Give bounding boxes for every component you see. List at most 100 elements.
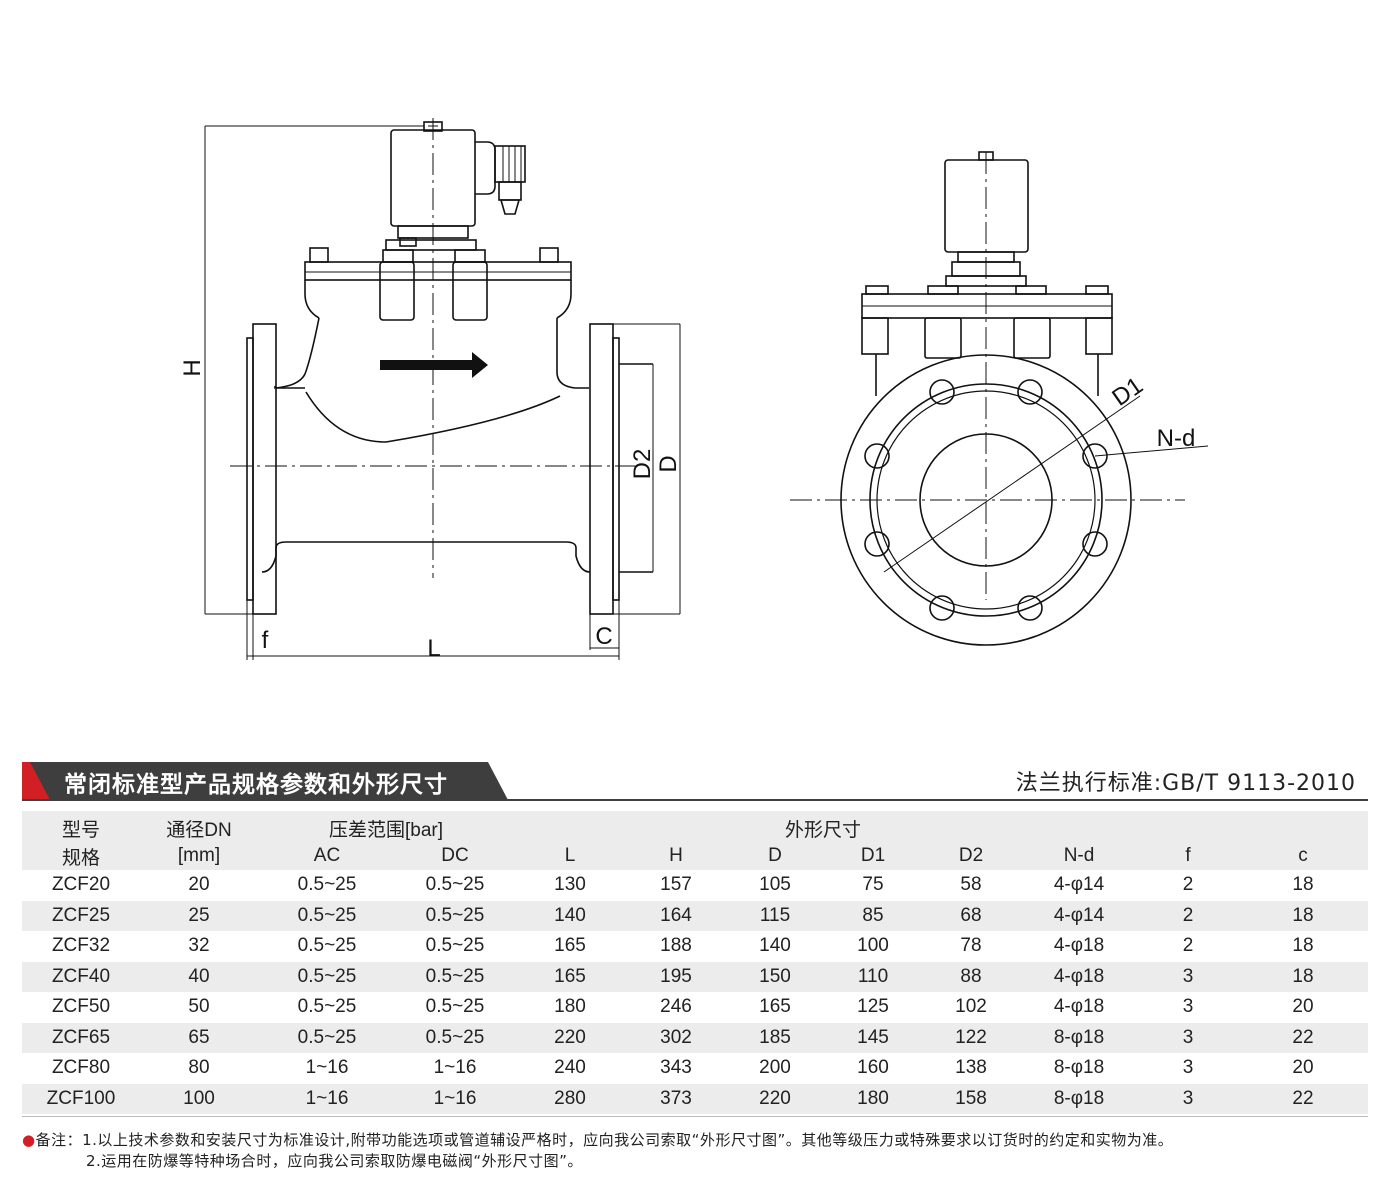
table-cell: 80 bbox=[188, 1057, 210, 1079]
table-cell: 75 bbox=[862, 874, 884, 896]
header-dimensions: 外形尺寸 bbox=[626, 811, 1020, 842]
spec-table: 型号 通径DN 压差范围[bar] 外形尺寸 规格 [mm] AC DC L H… bbox=[22, 811, 1368, 1114]
table-cell: 3 bbox=[1182, 996, 1194, 1018]
dimension-label-d1: D1 bbox=[1107, 372, 1148, 412]
header-mm: [mm] bbox=[140, 842, 258, 870]
table-cell: 102 bbox=[955, 996, 987, 1018]
table-cell: 3 bbox=[1138, 1083, 1238, 1114]
table-cell: 165 bbox=[514, 961, 626, 992]
table-cell: 18 bbox=[1292, 935, 1314, 957]
table-cell: 125 bbox=[857, 996, 889, 1018]
table-cell: 165 bbox=[759, 996, 791, 1018]
table-header-row: 型号 通径DN 压差范围[bar] 外形尺寸 bbox=[22, 811, 1368, 842]
table-cell: 0.5~25 bbox=[396, 900, 514, 931]
header-spec: 规格 bbox=[22, 842, 140, 870]
header-dn: 通径DN bbox=[140, 811, 258, 842]
table-cell: 150 bbox=[726, 961, 824, 992]
table-cell: 18 bbox=[1238, 900, 1368, 931]
table-cell: 1~16 bbox=[305, 1057, 349, 1079]
table-cell: 18 bbox=[1292, 874, 1314, 896]
table-cell: 220 bbox=[726, 1083, 824, 1114]
header-dc: DC bbox=[396, 842, 514, 870]
table-cell: 122 bbox=[922, 1022, 1020, 1053]
dimension-label-d2: D2 bbox=[629, 449, 656, 480]
table-cell: 0.5~25 bbox=[425, 996, 485, 1018]
table-cell: 302 bbox=[626, 1022, 726, 1053]
table-cell: 140 bbox=[759, 935, 791, 957]
table-cell: 4-φ18 bbox=[1053, 996, 1105, 1018]
table-cell: ZCF50 bbox=[51, 996, 111, 1018]
section-title: 常闭标准型产品规格参数和外形尺寸 bbox=[64, 772, 448, 798]
section-header-band bbox=[22, 762, 508, 800]
section-header: 常闭标准型产品规格参数和外形尺寸 法兰执行标准:GB/T 9113-2010 bbox=[22, 762, 1368, 802]
table-cell: 160 bbox=[857, 1057, 889, 1079]
table-cell: 85 bbox=[824, 900, 922, 931]
table-cell: 240 bbox=[554, 1057, 586, 1079]
table-cell: ZCF65 bbox=[22, 1022, 140, 1053]
table-cell: 20 bbox=[1292, 1057, 1314, 1079]
table-cell: ZCF20 bbox=[51, 874, 111, 896]
table-cell: 195 bbox=[626, 961, 726, 992]
table-cell: 0.5~25 bbox=[425, 935, 485, 957]
table-cell: 4-φ14 bbox=[1053, 874, 1105, 896]
flange-standard: 法兰执行标准:GB/T 9113-2010 bbox=[1015, 771, 1356, 796]
table-cell: 1~16 bbox=[396, 1083, 514, 1114]
table-bottom-rule bbox=[22, 1116, 1368, 1117]
table-cell: 32 bbox=[188, 935, 210, 957]
header-l: L bbox=[514, 842, 626, 870]
table-cell: 40 bbox=[140, 961, 258, 992]
table-cell: 138 bbox=[955, 1057, 987, 1079]
note-line-2: 2.运用在防爆等特种场合时，应向我公司索取防爆电磁阀“外形尺寸图”。 bbox=[86, 1152, 583, 1170]
table-cell: 115 bbox=[726, 900, 824, 931]
table-cell: 100 bbox=[140, 1083, 258, 1114]
table-cell: 180 bbox=[554, 996, 586, 1018]
table-cell: ZCF40 bbox=[22, 961, 140, 992]
note-bullet: ● bbox=[22, 1131, 36, 1149]
table-cell: 188 bbox=[660, 935, 692, 957]
table-cell: 22 bbox=[1238, 1083, 1368, 1114]
header-c: c bbox=[1238, 842, 1368, 870]
header-f: f bbox=[1138, 842, 1238, 870]
table-cell: 88 bbox=[922, 961, 1020, 992]
header-model: 型号 bbox=[22, 811, 140, 842]
table-cell: ZCF80 bbox=[51, 1057, 111, 1079]
table-cell: 58 bbox=[960, 874, 982, 896]
table-cell: 0.5~25 bbox=[258, 1022, 396, 1053]
table-cell: 0.5~25 bbox=[396, 1022, 514, 1053]
table-cell: 4-φ18 bbox=[1020, 961, 1138, 992]
table-cell: 2 bbox=[1182, 935, 1194, 957]
table-cell: 4-φ14 bbox=[1020, 900, 1138, 931]
table-cell: 0.5~25 bbox=[297, 935, 357, 957]
table-cell: ZCF25 bbox=[22, 900, 140, 931]
table-cell: 3 bbox=[1138, 1022, 1238, 1053]
table-cell: 0.5~25 bbox=[425, 874, 485, 896]
header-pressure-range: 压差范围[bar] bbox=[258, 811, 514, 842]
table-cell: 78 bbox=[960, 935, 982, 957]
table-cell: 0.5~25 bbox=[297, 874, 357, 896]
table-cell: 3 bbox=[1138, 961, 1238, 992]
header-d1: D1 bbox=[824, 842, 922, 870]
table-cell: 25 bbox=[140, 900, 258, 931]
table-cell: 20 bbox=[188, 874, 210, 896]
table-cell: 0.5~25 bbox=[297, 996, 357, 1018]
table-cell: 18 bbox=[1238, 961, 1368, 992]
table-cell: 2 bbox=[1182, 874, 1194, 896]
table-cell: 373 bbox=[626, 1083, 726, 1114]
table-cell: 158 bbox=[922, 1083, 1020, 1114]
front-view-drawing bbox=[790, 151, 1209, 646]
table-cell: 185 bbox=[726, 1022, 824, 1053]
header-h: H bbox=[626, 842, 726, 870]
table-cell: 105 bbox=[759, 874, 791, 896]
table-cell: 22 bbox=[1238, 1022, 1368, 1053]
table-cell: 200 bbox=[759, 1057, 791, 1079]
dimension-label-c: C bbox=[595, 623, 612, 650]
dimension-label-h: H bbox=[179, 359, 206, 376]
table-cell: 110 bbox=[824, 961, 922, 992]
